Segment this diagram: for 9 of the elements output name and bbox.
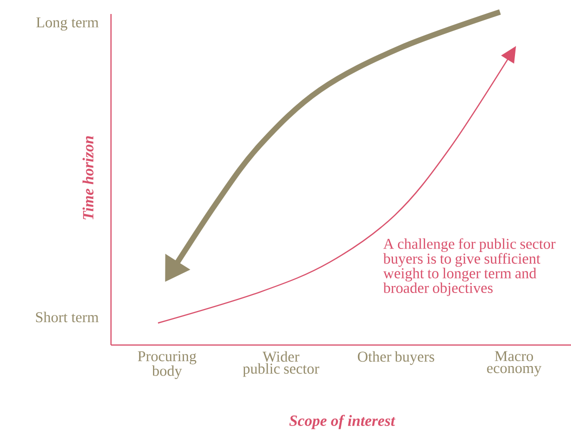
tick-label: Wider public sector: [242, 351, 320, 377]
tick-label: Procuring body: [138, 351, 196, 379]
axis-title: Time horizon: [82, 136, 94, 220]
tick-label: Other buyers: [358, 351, 434, 365]
axis-title: Scope of interest: [289, 414, 396, 430]
tick-label: Short term: [36, 312, 99, 322]
tick-label: Macro economy: [487, 351, 542, 376]
annotation-text: A challenge for public sector buyers is to give sufficient weight to longer term and broader objectives: [383, 238, 556, 296]
tick-label: Long term: [36, 17, 99, 31]
